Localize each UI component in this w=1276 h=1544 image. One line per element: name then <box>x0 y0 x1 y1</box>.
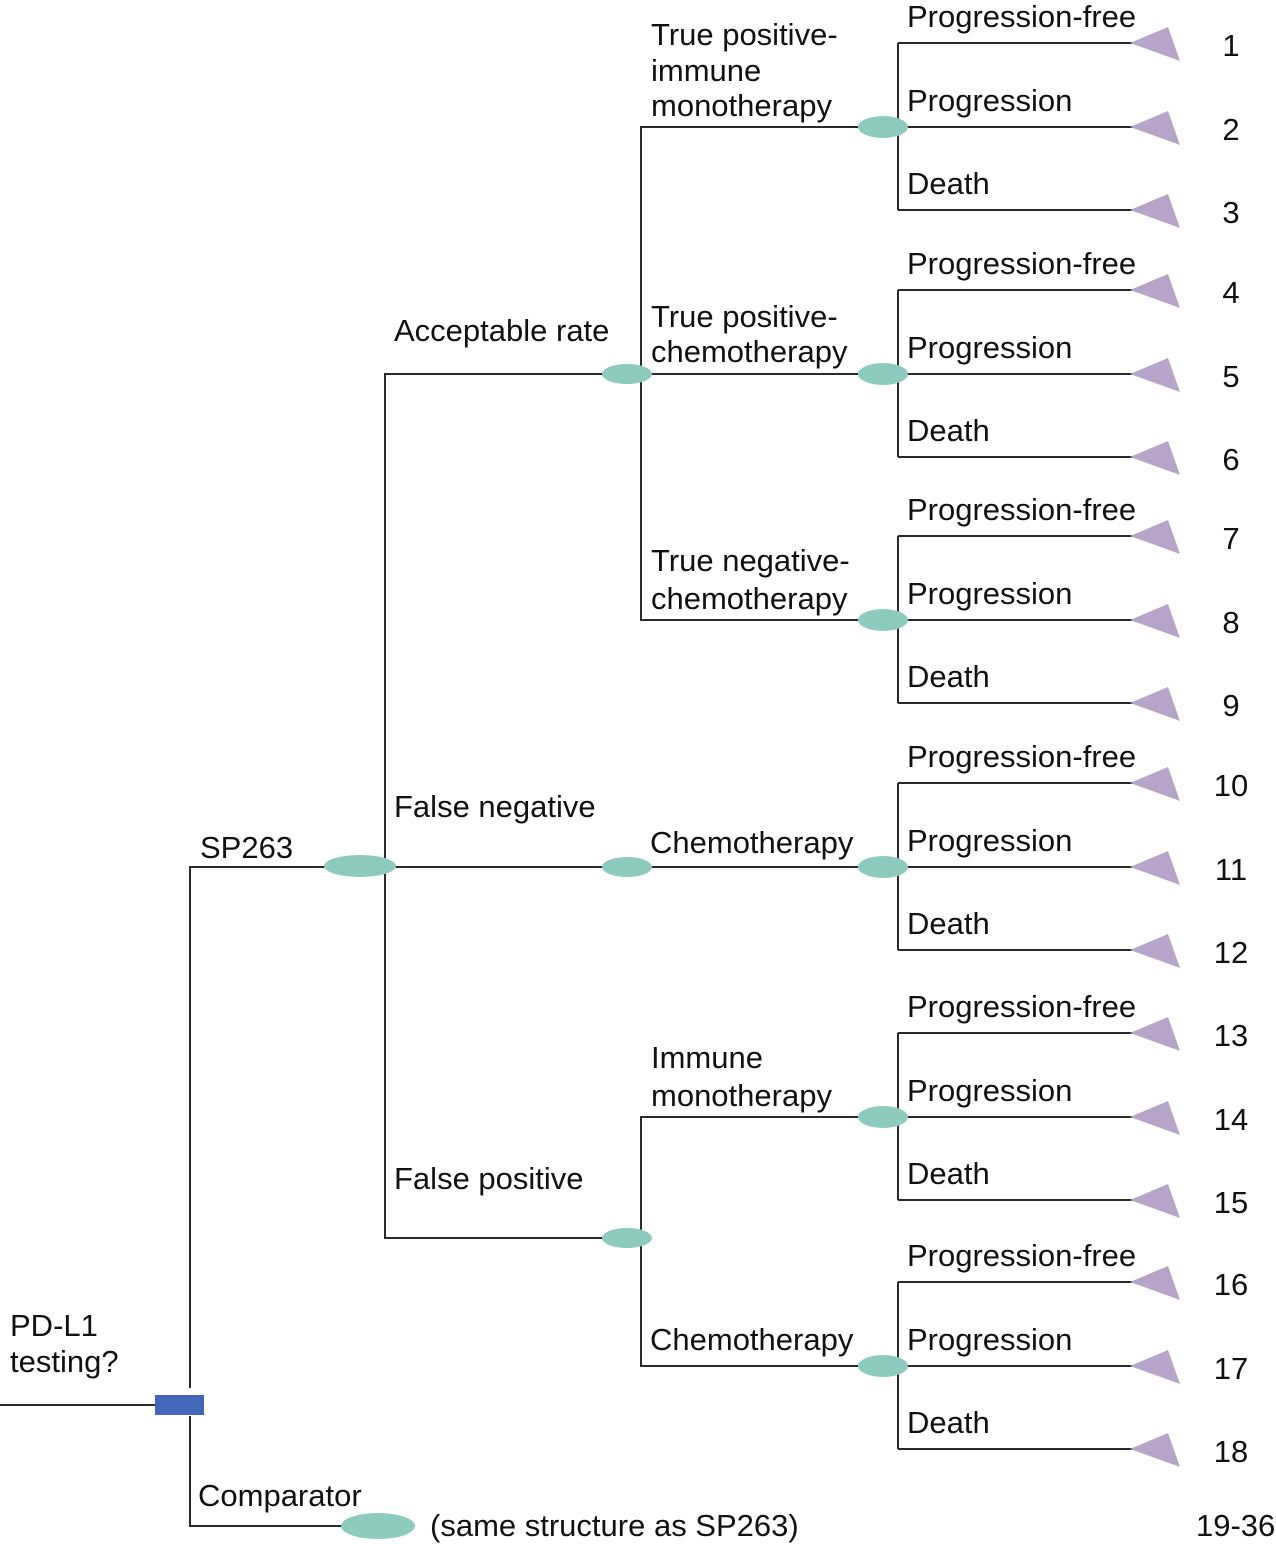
chance-node-comparator[interactable] <box>341 1513 415 1539</box>
test-result-false-negative: False negative <box>394 789 596 824</box>
root-label-line1: PD-L1 <box>10 1308 98 1343</box>
treatment-fp-immune-line1: Immune <box>651 1040 763 1075</box>
terminal-node-icon[interactable] <box>1130 441 1180 475</box>
terminal-node-icon[interactable] <box>1130 604 1180 638</box>
terminal-node-icon[interactable] <box>1130 1017 1180 1051</box>
treatment-tp-immune-line1: True positive- <box>651 17 838 52</box>
outcome-label: Progression <box>907 330 1072 365</box>
outcome-label: Progression <box>907 823 1072 858</box>
terminal-number: 4 <box>1222 275 1239 310</box>
terminal-node-icon[interactable] <box>1130 194 1180 228</box>
terminal-number: 2 <box>1222 112 1239 147</box>
chance-node-outcome[interactable] <box>858 363 908 385</box>
chance-node-outcome[interactable] <box>858 116 908 138</box>
outcome-label: Death <box>907 1156 990 1191</box>
outcome-label: Death <box>907 413 990 448</box>
terminal-node-icon[interactable] <box>1130 520 1180 554</box>
terminal-number: 11 <box>1215 852 1247 887</box>
terminal-number: 6 <box>1222 442 1239 477</box>
terminal-node-icon[interactable] <box>1130 274 1180 308</box>
terminal-node-icon[interactable] <box>1130 687 1180 721</box>
terminal-node-icon[interactable] <box>1130 27 1180 61</box>
treatment-fp-chemo: Chemotherapy <box>650 1322 854 1357</box>
outcome-label: Progression-free <box>907 0 1136 34</box>
chance-node-outcome[interactable] <box>858 856 908 878</box>
terminal-number: 7 <box>1222 521 1239 556</box>
treatment-fn-chemo: Chemotherapy <box>650 825 854 860</box>
terminal-node-icon[interactable] <box>1130 767 1180 801</box>
terminal-number: 3 <box>1222 195 1239 230</box>
outcome-nodes <box>858 116 908 1377</box>
terminal-number: 17 <box>1214 1351 1248 1386</box>
terminal-number: 14 <box>1214 1102 1248 1137</box>
terminal-number: 12 <box>1214 935 1248 970</box>
outcome-label: Progression <box>907 576 1072 611</box>
outcome-label: Progression-free <box>907 739 1136 774</box>
terminal-node-icon[interactable] <box>1130 1433 1180 1467</box>
terminal-node-icon[interactable] <box>1130 1350 1180 1384</box>
outcome-label: Death <box>907 906 990 941</box>
terminal-node-icon[interactable] <box>1130 934 1180 968</box>
outcome-label: Death <box>907 166 990 201</box>
outcome-label: Progression-free <box>907 492 1136 527</box>
chance-node-false-positive[interactable] <box>602 1228 652 1248</box>
outcome-label: Progression-free <box>907 246 1136 281</box>
outcome-label: Progression-free <box>907 1238 1136 1273</box>
terminal-number: 10 <box>1214 768 1248 803</box>
terminal-number: 8 <box>1222 605 1239 640</box>
terminal-number: 15 <box>1214 1185 1248 1220</box>
treatment-fp-immune-line2: monotherapy <box>651 1078 832 1113</box>
treatment-tp-chemo-line2: chemotherapy <box>651 334 848 369</box>
terminal-number: 1 <box>1222 28 1239 63</box>
terminal-node-icon[interactable] <box>1130 1266 1180 1300</box>
decision-node[interactable] <box>155 1395 204 1415</box>
treatment-tp-immune-line2: immune <box>651 53 761 88</box>
chance-node-false-negative[interactable] <box>602 857 652 877</box>
terminal-number: 13 <box>1214 1018 1248 1053</box>
comparator-note: (same structure as SP263) <box>430 1508 799 1543</box>
test-result-false-positive: False positive <box>394 1161 584 1196</box>
outcome-label: Progression-free <box>907 989 1136 1024</box>
treatment-tp-chemo-line1: True positive- <box>651 299 838 334</box>
outcome-labels: Progression-free1Progression2Death3Progr… <box>907 0 1248 1469</box>
chance-node-outcome[interactable] <box>858 609 908 631</box>
outcome-label: Death <box>907 659 990 694</box>
terminal-number: 5 <box>1222 359 1239 394</box>
chance-node-acceptable-rate[interactable] <box>602 364 652 384</box>
terminal-nodes <box>1130 27 1180 1467</box>
terminal-number: 9 <box>1222 688 1239 723</box>
strategy-label-sp263: SP263 <box>200 830 293 865</box>
chance-node-outcome[interactable] <box>858 1355 908 1377</box>
terminal-node-icon[interactable] <box>1130 851 1180 885</box>
terminal-node-icon[interactable] <box>1130 1101 1180 1135</box>
terminal-number: 18 <box>1214 1434 1248 1469</box>
treatment-tn-chemo-line2: chemotherapy <box>651 581 848 616</box>
test-result-acceptable-rate: Acceptable rate <box>394 313 609 348</box>
chance-node-outcome[interactable] <box>858 1106 908 1128</box>
outcome-label: Death <box>907 1405 990 1440</box>
treatment-tp-immune-line3: monotherapy <box>651 88 832 123</box>
outcome-label: Progression <box>907 1322 1072 1357</box>
comparator-terminal-range: 19-36 <box>1196 1508 1275 1543</box>
terminal-node-icon[interactable] <box>1130 1184 1180 1218</box>
tree-edges <box>0 126 860 1527</box>
terminal-number: 16 <box>1214 1267 1248 1302</box>
root-label-line2: testing? <box>10 1344 119 1379</box>
terminal-node-icon[interactable] <box>1130 111 1180 145</box>
strategy-label-comparator: Comparator <box>198 1478 362 1513</box>
terminal-node-icon[interactable] <box>1130 358 1180 392</box>
treatment-tn-chemo-line1: True negative- <box>651 543 850 578</box>
outcome-label: Progression <box>907 1073 1072 1108</box>
chance-node-sp263[interactable] <box>324 855 396 877</box>
outcome-label: Progression <box>907 83 1072 118</box>
